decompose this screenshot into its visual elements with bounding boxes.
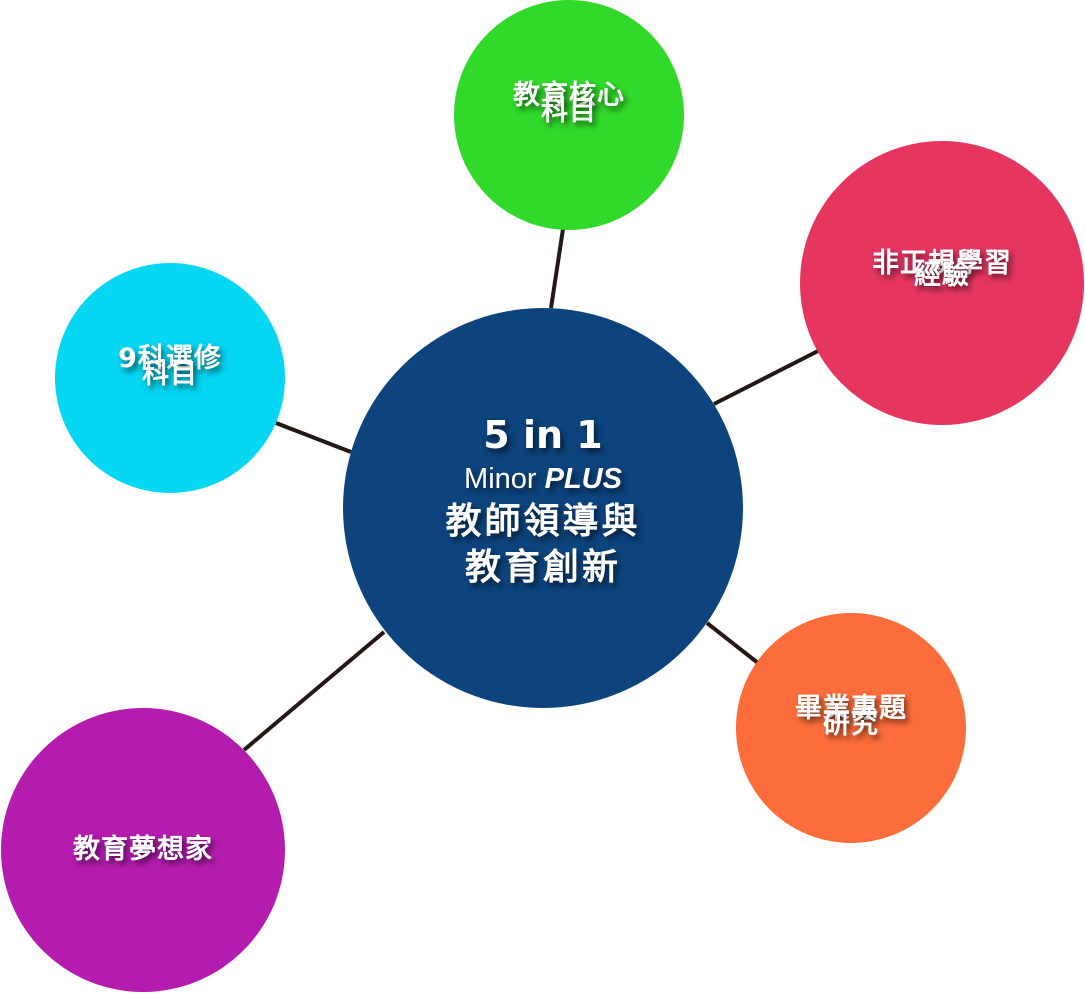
center-subtitle-emphasis: PLUS (544, 463, 622, 495)
node-label-line2: 科目 (142, 359, 198, 390)
node-capstone-research: 畢業專題 研究 (736, 613, 966, 843)
node-label-line2: 經驗 (914, 260, 970, 291)
center-headline: 5 in 1 (483, 413, 603, 457)
node-label-line1: 教育夢想家 (73, 834, 213, 865)
center-subtitle-prefix: Minor (464, 463, 545, 495)
node-education-dreamer: 教育夢想家 (1, 708, 285, 992)
center-title-line1: 教師領導與 (445, 501, 641, 542)
node-label-line1: 教育核心 (513, 80, 625, 111)
node-label-line1: 9科選修 (118, 343, 222, 374)
connector-dreamer (242, 630, 386, 752)
center-node: 5 in 1 Minor PLUS 教師領導與 教育創新 (343, 308, 743, 708)
node-label-line2: 科目 (541, 96, 597, 127)
connector-electives (275, 421, 352, 454)
center-subtitle: Minor PLUS (464, 459, 622, 499)
node-elective-subjects: 9科選修 科目 (55, 263, 285, 493)
connector-capstone (705, 621, 760, 665)
center-title-line2: 教育創新 (464, 547, 621, 588)
node-education-core-subjects: 教育核心 科目 (454, 0, 684, 230)
connector-informal (713, 349, 819, 406)
connector-core (549, 228, 565, 309)
node-label-line1: 非正規學習 (872, 248, 1012, 279)
node-informal-learning: 非正規學習 經驗 (800, 141, 1084, 425)
node-label-line2: 研究 (823, 709, 879, 740)
node-label-line1: 畢業專題 (795, 693, 907, 724)
